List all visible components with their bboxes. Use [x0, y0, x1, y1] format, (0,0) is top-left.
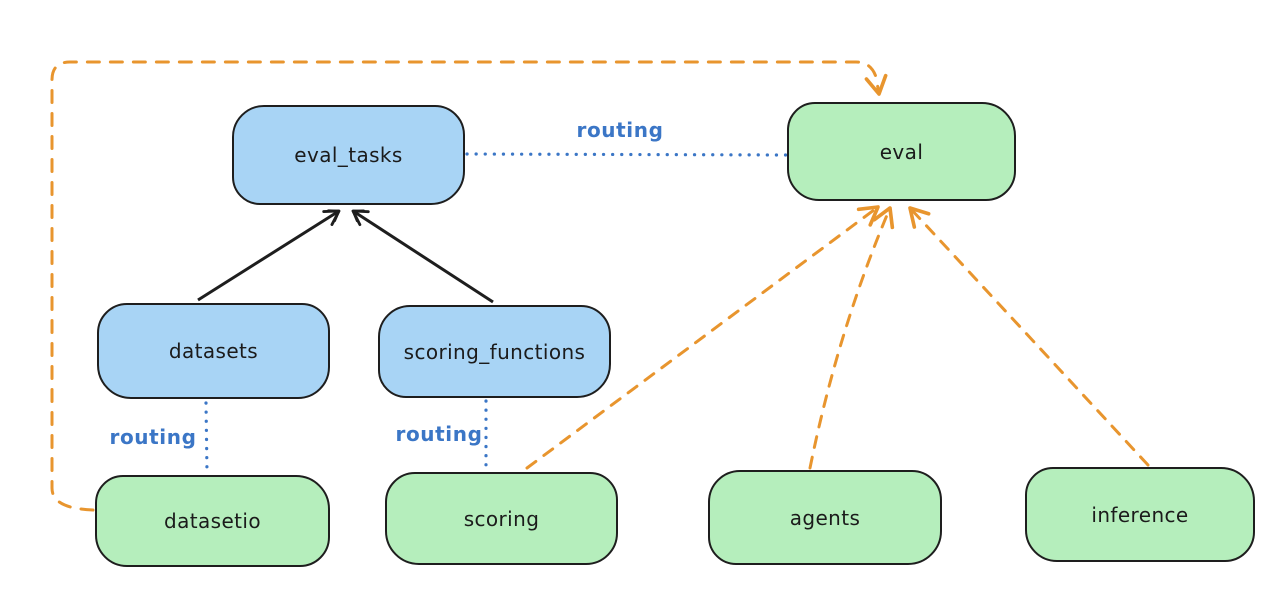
- node-datasetio[interactable]: datasetio: [95, 475, 330, 567]
- node-datasets[interactable]: datasets: [97, 303, 330, 399]
- edge-inference-to-eval: [908, 206, 1150, 467]
- node-eval[interactable]: eval: [787, 102, 1016, 201]
- edge-datasets-to-datasetio-routing: [204, 401, 209, 474]
- edge-label-routing-top: routing: [576, 118, 664, 142]
- node-scoring[interactable]: scoring: [385, 472, 618, 565]
- edge-eval-tasks-to-eval-routing: [465, 152, 789, 157]
- edge-label-routing-mid: routing: [395, 422, 483, 446]
- node-inference[interactable]: inference: [1025, 467, 1255, 562]
- edge-agents-to-eval: [808, 206, 895, 470]
- edge-label-routing-left: routing: [109, 425, 197, 449]
- edge-datasetio-to-eval: [50, 60, 888, 512]
- edge-scoring-functions-to-eval-tasks: [351, 209, 494, 304]
- node-agents[interactable]: agents: [708, 470, 942, 565]
- edge-scoring-to-eval: [525, 205, 880, 470]
- node-eval-tasks[interactable]: eval_tasks: [232, 105, 465, 205]
- node-scoring-functions[interactable]: scoring_functions: [378, 305, 611, 398]
- edge-datasets-to-eval-tasks: [197, 209, 341, 302]
